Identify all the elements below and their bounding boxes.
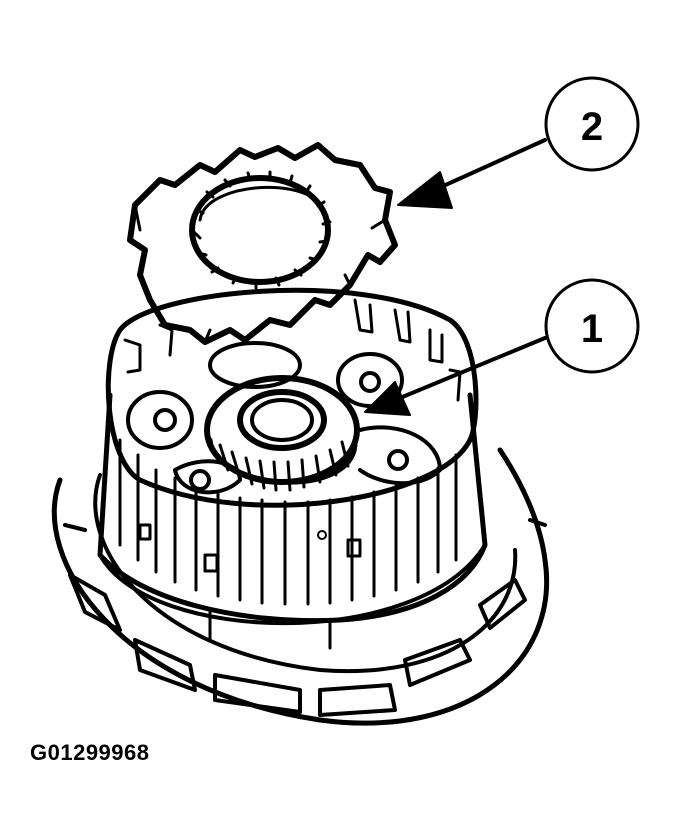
clutch-plate <box>127 142 398 345</box>
clutch-drum <box>97 287 488 650</box>
planet-carrier <box>126 341 442 495</box>
base-flange <box>51 447 549 726</box>
callout-2-number: 2 <box>581 105 603 149</box>
sun-gear-hub <box>204 375 360 492</box>
callout-1 <box>364 278 640 416</box>
callout-1-number: 1 <box>581 307 603 351</box>
callout-2 <box>397 76 640 209</box>
figure-id: G01299968 <box>30 740 150 765</box>
